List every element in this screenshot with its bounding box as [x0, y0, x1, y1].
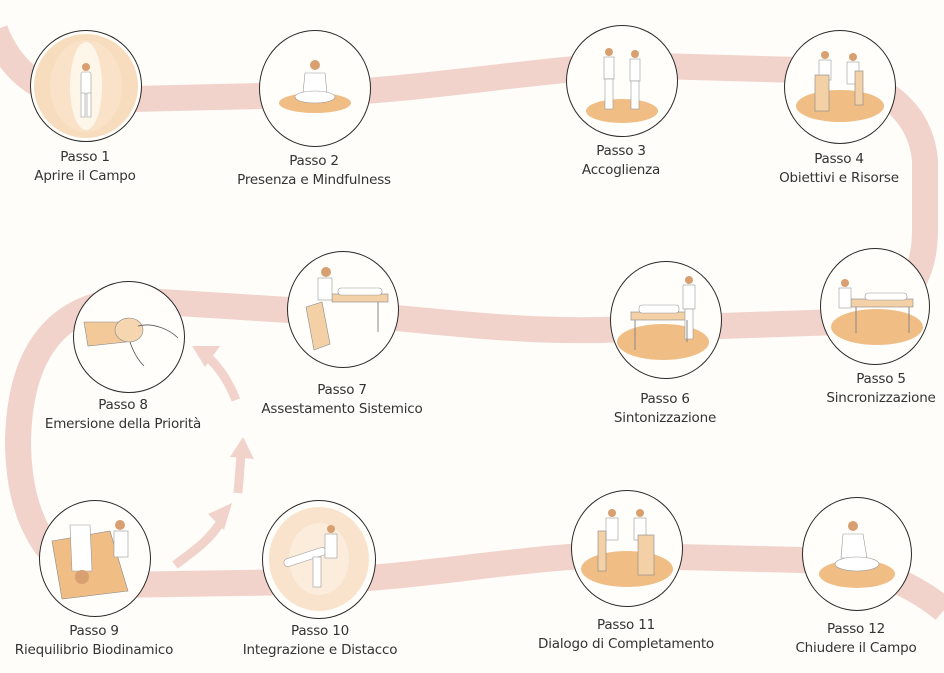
step-11-illustration	[571, 490, 683, 607]
step-12-label: Passo 12 Chiudere il Campo	[746, 620, 944, 658]
step-5-illustration	[820, 248, 930, 365]
step-number: Passo 6	[640, 391, 690, 407]
step-title: Riequilibrio Biodinamico	[14, 642, 174, 658]
step-5-label: Passo 5 Sincronizzazione	[771, 370, 944, 408]
step-8-label: Passo 8 Emersione della Priorità	[13, 396, 233, 434]
step-title: Chiudere il Campo	[795, 640, 917, 656]
step-number: Passo 12	[826, 621, 885, 637]
two-people-seated-icon	[796, 51, 884, 122]
step-9-label: Passo 9 Riequilibrio Biodinamico	[0, 622, 204, 660]
step-number: Passo 4	[814, 151, 864, 167]
step-10-label: Passo 10 Integrazione e Distacco	[210, 622, 430, 660]
step-title: Integrazione e Distacco	[242, 642, 398, 658]
step-6-label: Passo 6 Sintonizzazione	[555, 390, 775, 428]
step-title: Sintonizzazione	[613, 410, 717, 426]
step-number: Passo 5	[856, 371, 906, 387]
step-2-illustration	[259, 30, 371, 147]
step-number: Passo 3	[596, 143, 646, 159]
step-4-illustration	[784, 30, 896, 144]
step-number: Passo 8	[98, 397, 148, 413]
step-title: Emersione della Priorità	[44, 416, 202, 432]
step-9-illustration	[39, 500, 151, 617]
seated-cross-legged-icon	[819, 521, 895, 588]
step-title: Aprire il Campo	[34, 168, 136, 184]
step-number: Passo 10	[290, 623, 349, 639]
step-7-illustration	[287, 251, 399, 368]
step-4-label: Passo 4 Obiettivi e Risorse	[729, 150, 944, 188]
table-top-view-icon	[51, 520, 129, 600]
step-title: Obiettivi e Risorse	[779, 170, 899, 186]
seated-with-energy-field-icon	[269, 507, 369, 611]
step-6-illustration	[610, 261, 722, 379]
step-number: Passo 11	[596, 617, 655, 633]
step-3-illustration	[566, 25, 678, 137]
practitioner-seated-at-table-icon	[831, 279, 923, 345]
step-number: Passo 1	[60, 149, 110, 165]
step-3-label: Passo 3 Accoglienza	[511, 142, 731, 180]
step-number: Passo 2	[289, 153, 339, 169]
hands-holding-head-icon	[83, 317, 179, 367]
practitioner-at-head-icon	[305, 267, 389, 351]
two-people-seated-talking-icon	[581, 509, 673, 587]
standing-figure-energy-field-icon	[34, 34, 138, 138]
step-title: Assestamento Sistemico	[261, 401, 423, 417]
step-title: Accoglienza	[581, 162, 661, 178]
step-2-label: Passo 2 Presenza e Mindfulness	[204, 152, 424, 190]
step-title: Presenza e Mindfulness	[237, 172, 391, 188]
step-1-illustration	[30, 30, 142, 142]
step-number: Passo 9	[69, 623, 119, 639]
step-number: Passo 7	[317, 382, 367, 398]
cycle-arrows	[172, 346, 254, 569]
step-1-label: Passo 1 Aprire il Campo	[0, 148, 195, 186]
two-people-standing-icon	[586, 48, 658, 123]
step-7-label: Passo 7 Assestamento Sistemico	[232, 381, 452, 419]
step-title: Sincronizzazione	[826, 390, 936, 406]
step-12-illustration	[802, 497, 912, 611]
step-10-illustration	[262, 500, 376, 619]
practitioner-standing-at-table-icon	[617, 276, 709, 360]
step-title: Dialogo di Completamento	[538, 636, 714, 652]
meditating-figure-icon	[279, 60, 351, 113]
step-11-label: Passo 11 Dialogo di Completamento	[516, 616, 736, 654]
step-8-illustration	[73, 281, 185, 393]
